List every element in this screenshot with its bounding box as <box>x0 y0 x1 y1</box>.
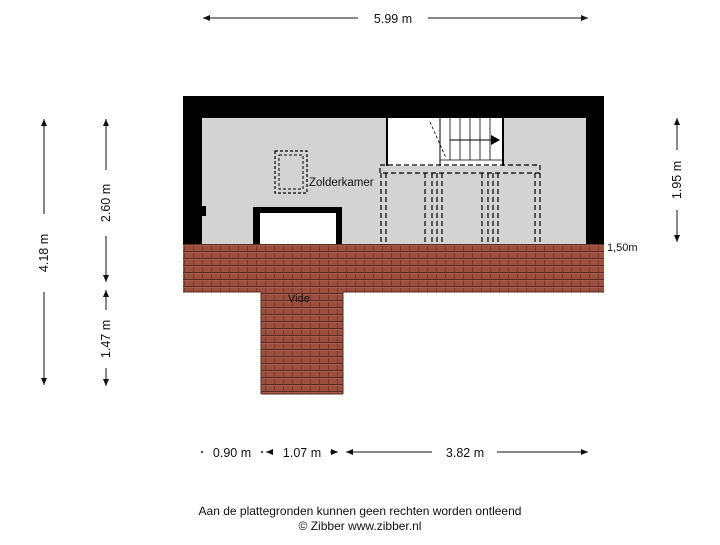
roof-window <box>274 150 308 194</box>
dormer-outline <box>379 164 541 244</box>
dim-bottom-3-label: 3.82 m <box>446 446 484 460</box>
dim-top-label: 5.99 m <box>374 12 412 26</box>
dim-bottom: 0.90 m 1.07 m 3.82 m <box>201 446 588 460</box>
room-label: Zolderkamer <box>309 177 374 189</box>
height-marker: 1,50m <box>607 242 638 254</box>
void-opening <box>253 207 342 244</box>
dim-left-total: 4.18 m <box>37 119 51 385</box>
dim-left-lower-label: 1.47 m <box>99 320 113 358</box>
void-roof <box>261 244 343 394</box>
dim-bottom-1-label: 0.90 m <box>213 446 251 460</box>
footer-copyright: © Zibber www.zibber.nl <box>298 519 422 533</box>
footer-disclaimer: Aan de plattegronden kunnen geen rechten… <box>198 504 522 518</box>
dim-left-upper: 2.60 m <box>99 119 113 282</box>
roof-lower-eave <box>183 244 604 292</box>
dim-bottom-2-label: 1.07 m <box>283 446 321 460</box>
dim-left-upper-label: 2.60 m <box>99 184 113 222</box>
staircase <box>386 118 504 166</box>
dim-right: 1.95 m <box>670 118 684 242</box>
dim-left-lower: 1.47 m <box>99 290 113 386</box>
dim-right-label: 1.95 m <box>670 161 684 199</box>
dim-top: 5.99 m <box>203 12 588 26</box>
void-label: Vide <box>288 293 310 305</box>
wall-notch <box>200 206 206 216</box>
dim-left-total-label: 4.18 m <box>37 234 51 272</box>
